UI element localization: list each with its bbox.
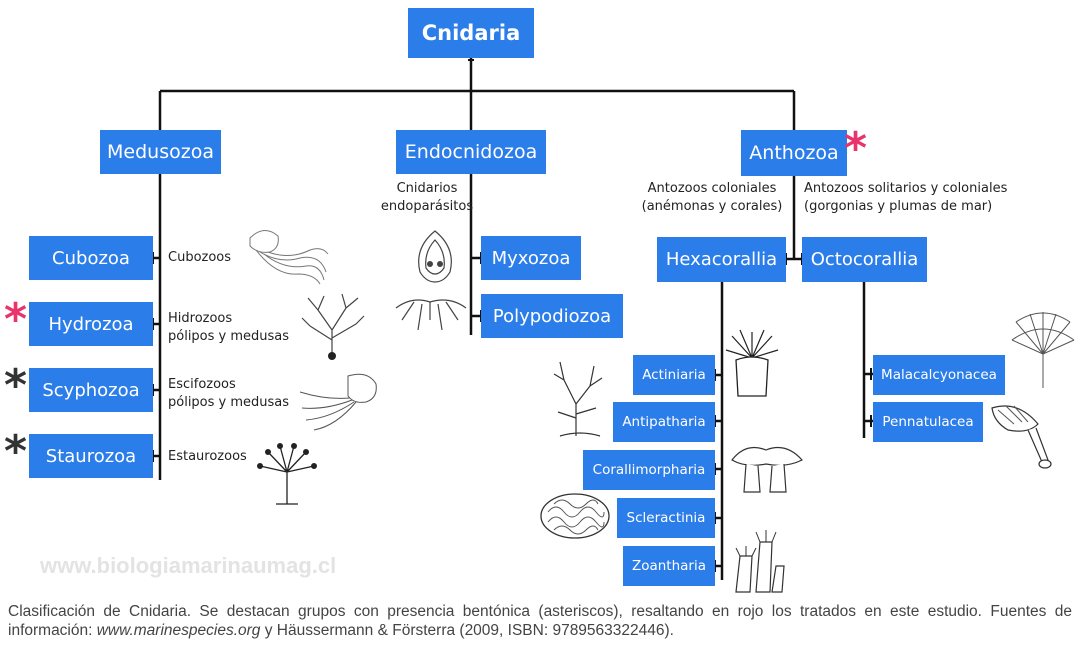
watermark: www.biologiamarinaumag.cl — [40, 553, 337, 578]
node-zoantharia: Zoantharia — [623, 546, 715, 586]
node-malacalcyonacea: Malacalcyonacea — [873, 355, 1005, 395]
note-antozoos-coloniales-line2: (anémonas y corales) — [641, 198, 783, 214]
note-hidrozoos: Hidrozoos pólipos y medusas — [168, 310, 289, 345]
figure-caption: Clasificación de Cnidaria. Se destacan g… — [8, 602, 1072, 641]
sea-pen-icon — [991, 405, 1052, 469]
node-staurozoa: Staurozoa — [29, 434, 153, 478]
note-estaurozoos: Estaurozoos — [168, 449, 247, 464]
anemone-icon — [725, 329, 779, 397]
caption-text-2: y Häussermann & Försterra (2009, ISBN: 9… — [260, 622, 674, 640]
note-cubozoos: Cubozoos — [168, 250, 232, 265]
stauromedusa-icon — [257, 443, 317, 505]
node-corallimorpharia: Corallimorpharia — [583, 450, 715, 490]
note-escifozoos-line2: pólipos y medusas — [168, 394, 290, 410]
note-antozoos-coloniales-line1: Antozoos coloniales — [647, 181, 777, 196]
node-cnidaria: Cnidaria — [408, 8, 534, 58]
note-endoparasitos-line2: endoparásitos — [380, 198, 474, 214]
note-escifozoos-line1: Escifozoos — [168, 377, 236, 392]
node-actiniaria: Actiniaria — [633, 355, 715, 395]
hydrozoan-colony-icon — [301, 293, 365, 360]
note-antozoos-coloniales: Antozoos coloniales (anémonas y corales) — [634, 180, 790, 215]
node-antipatharia: Antipatharia — [613, 402, 715, 442]
node-hydrozoa: Hydrozoa — [29, 302, 153, 346]
brain-coral-icon — [540, 493, 610, 539]
note-antozoos-solitarios: Antozoos solitarios y coloniales (gorgon… — [804, 180, 1007, 215]
polypodium-icon — [395, 299, 467, 331]
node-endocnidozoa: Endocnidozoa — [396, 130, 546, 174]
asterisk-staurozoa: * — [4, 426, 28, 477]
antipatharian-coral-icon — [553, 361, 603, 437]
note-hidrozoos-line2: pólipos y medusas — [168, 328, 290, 344]
node-octocorallia: Octocorallia — [802, 237, 927, 282]
node-pennatulacea: Pennatulacea — [873, 402, 983, 442]
node-anthozoa: Anthozoa — [741, 130, 847, 176]
node-scleractinia: Scleractinia — [617, 498, 715, 538]
corallimorph-icon — [731, 447, 803, 493]
note-hidrozoos-line1: Hidrozoos — [168, 311, 233, 326]
note-antozoos-solitarios-line1: Antozoos solitarios y coloniales — [804, 181, 1008, 196]
caption-link: www.marinespecies.org — [96, 622, 261, 640]
node-cubozoa: Cubozoa — [29, 236, 153, 280]
asterisk-scyphozoa: * — [4, 360, 28, 411]
note-endoparasitos: Cnidarios endoparásitos — [357, 180, 497, 215]
node-medusozoa: Medusozoa — [100, 130, 221, 174]
note-escifozoos: Escifozoos pólipos y medusas — [168, 376, 289, 411]
myxozoan-spore-icon — [418, 230, 452, 283]
scyphozoan-jellyfish-icon — [299, 373, 377, 431]
note-antozoos-solitarios-line2: (gorgonias y plumas de mar) — [804, 198, 993, 214]
cubozoan-jellyfish-icon — [249, 230, 329, 285]
asterisk-hydrozoa-red: * — [4, 294, 28, 345]
node-hexacorallia: Hexacorallia — [657, 237, 786, 282]
sea-fan-icon — [1011, 312, 1075, 388]
asterisk-anthozoa-red: * — [844, 123, 868, 174]
zoanthid-icon — [735, 530, 785, 593]
note-endoparasitos-line1: Cnidarios — [396, 181, 458, 196]
node-polypodiozoa: Polypodiozoa — [481, 294, 623, 338]
node-scyphozoa: Scyphozoa — [29, 368, 153, 412]
node-myxozoa: Myxozoa — [481, 236, 581, 280]
caption-text-1: Clasificación de Cnidaria. Se destacan g… — [8, 603, 1072, 640]
